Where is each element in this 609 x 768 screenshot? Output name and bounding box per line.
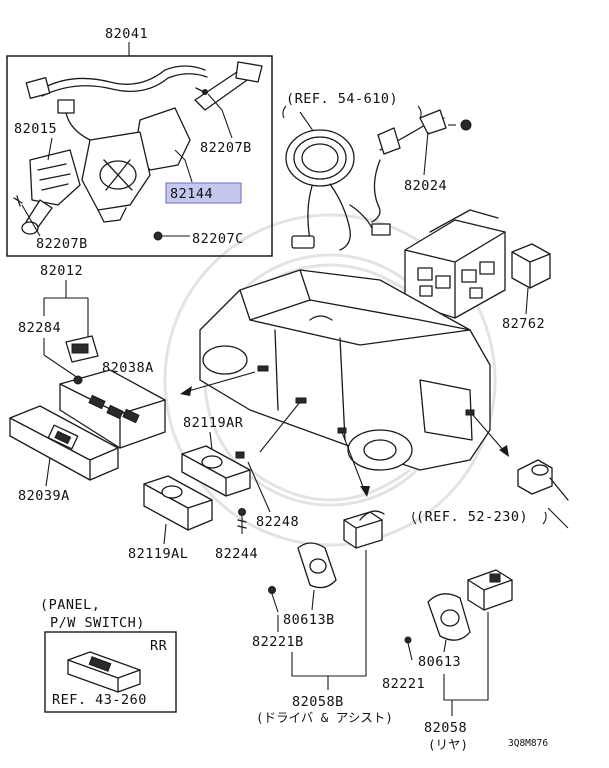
inset-frame	[44, 631, 177, 713]
ref-54-610: (REF. 54-610)	[286, 91, 398, 107]
callout-80613b: 80613B	[283, 612, 335, 628]
callout-82058: 82058	[424, 720, 467, 736]
group-frame-82041	[6, 55, 273, 257]
sub-switch-82284-drawing	[65, 335, 99, 363]
relay-82762-drawing	[511, 243, 551, 289]
inset-panel-drawing	[67, 651, 141, 693]
switch-panel-82039a-drawing	[9, 405, 119, 481]
screw-82221b-drawing	[268, 586, 279, 613]
rear-lamp-80613-drawing	[427, 593, 471, 641]
door-switch-82119ar-drawing	[181, 445, 251, 497]
callout-82244: 82244	[215, 546, 258, 562]
callout-82024: 82024	[404, 178, 447, 194]
callout-82221b: 82221B	[252, 634, 304, 650]
callout-82015: 82015	[14, 121, 57, 137]
relay-box-drawing	[404, 209, 506, 319]
highlight-82144	[165, 182, 242, 204]
callout-82058b-sub: (ドライバ & アシスト)	[256, 710, 393, 725]
callout-82207b-upper: 82207B	[200, 140, 252, 156]
callout-82058b: 82058B	[292, 694, 344, 710]
callout-82119al: 82119AL	[128, 546, 188, 562]
callout-82041: 82041	[105, 26, 148, 42]
door-lamp-socket-82058b-drawing	[343, 510, 385, 549]
ref-52-230: (REF. 52-230)	[416, 509, 528, 525]
callout-82058-sub: (リヤ)	[428, 737, 468, 752]
diagram-code: 3Q8M876	[508, 738, 548, 749]
callout-82248: 82248	[256, 514, 299, 530]
inset-corner-label: RR	[150, 638, 168, 654]
tail-switch-drawing	[517, 459, 569, 501]
callout-82119ar: 82119AR	[183, 415, 244, 431]
inset-reference: REF. 43-260	[52, 692, 147, 708]
callout-82039a: 82039A	[18, 488, 70, 504]
door-switch-82119al-drawing	[143, 475, 213, 531]
callout-82144[interactable]: 82144	[170, 186, 213, 202]
callout-80613: 80613	[418, 654, 461, 670]
screw-82221-drawing	[404, 636, 413, 661]
callout-82207c: 82207C	[192, 231, 244, 247]
callout-82221: 82221	[382, 676, 425, 692]
inset-title-line1: (PANEL,	[40, 597, 100, 613]
callout-82284: 82284	[18, 320, 61, 336]
callout-82762: 82762	[502, 316, 545, 332]
callout-82207b-lower: 82207B	[36, 236, 88, 252]
door-lamp-80613b-drawing	[297, 542, 337, 589]
screw-82244-drawing	[237, 508, 247, 534]
vehicle-body-drawing	[199, 269, 491, 471]
rear-lamp-socket-82058-drawing	[467, 569, 513, 611]
callout-82012: 82012	[40, 263, 83, 279]
clock-spring-drawing	[285, 129, 391, 251]
main-switch-82038a-drawing	[59, 369, 166, 449]
steering-switch-82024-drawing	[371, 109, 472, 223]
inset-title-line2: P/W SWITCH)	[50, 615, 145, 631]
